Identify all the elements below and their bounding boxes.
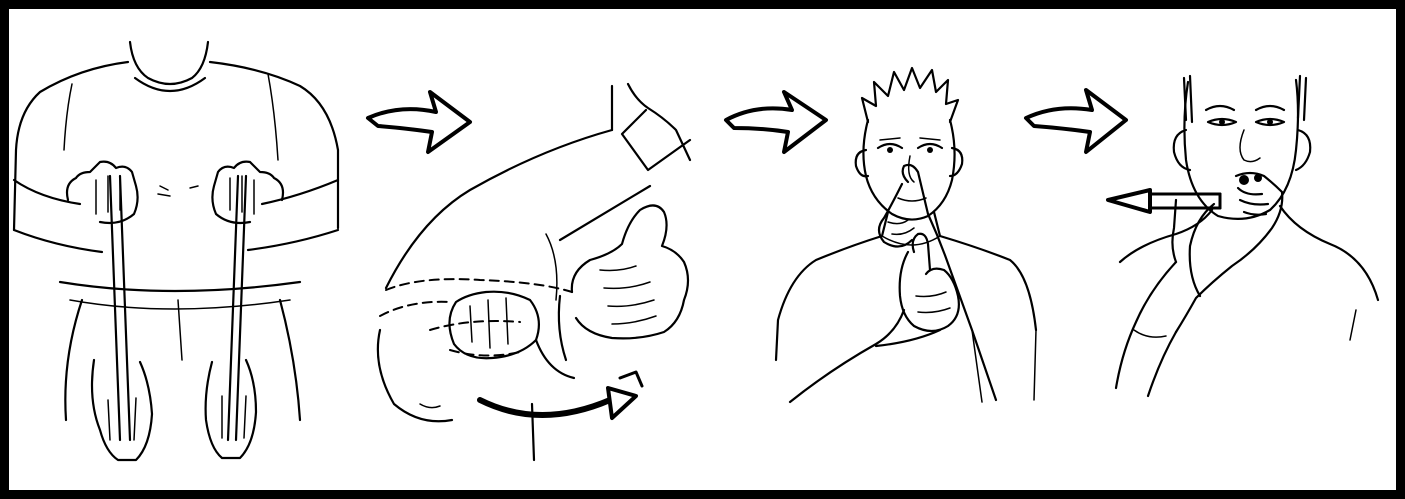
panel-4-figure: [1108, 76, 1378, 396]
panel-1-figure: [14, 42, 338, 460]
left-arrow-icon: [1108, 190, 1220, 212]
curved-sequence-arrow-icon: [368, 92, 470, 152]
rotation-arrow-icon: [608, 388, 636, 418]
curved-sequence-arrow-icon: [726, 92, 826, 152]
panel-2-arm-thumbs-up: [378, 84, 690, 460]
curved-sequence-arrow-icon: [1026, 90, 1126, 152]
